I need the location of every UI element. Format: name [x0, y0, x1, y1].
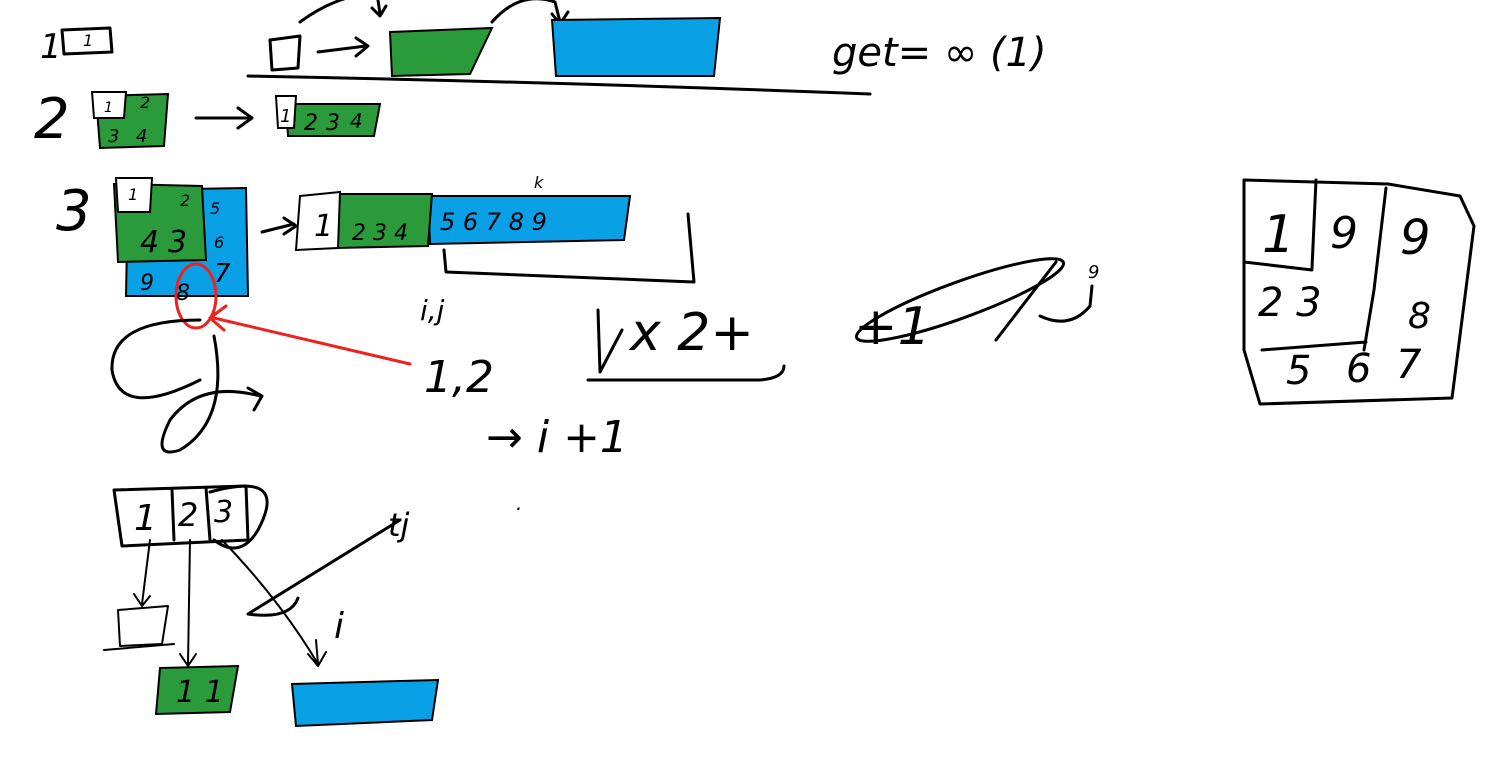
row3-k-mark: k [534, 173, 544, 192]
row3-number: 3 [56, 179, 92, 244]
scribble-exponent: 9 [1088, 262, 1099, 283]
row3-bracket [442, 212, 696, 284]
row3-arrow [260, 216, 298, 236]
row3-block-7: 7 [214, 259, 231, 289]
bottom-box-2: 2 [178, 496, 198, 534]
bottom-green-box [154, 664, 240, 716]
loop-arrow-2 [160, 334, 264, 454]
bottom-arrow-middle [179, 539, 197, 667]
row-1: 1 1 get= ∞ (1) [40, 0, 1047, 96]
row3-result-seg2: 2 3 4 [352, 221, 408, 246]
row2-white-cell [90, 91, 128, 119]
mult-expression: x 2+ [628, 303, 754, 363]
index-12: 1,2 [424, 352, 494, 403]
bottom-array [112, 484, 250, 548]
row3-result-seg3: 5 6 7 8 9 [440, 208, 547, 236]
mult-underline [586, 364, 786, 382]
arrow-i1: → i +1 [486, 412, 628, 463]
row2-result-white [274, 95, 298, 129]
row3-block-8: 8 [176, 281, 190, 306]
index-notes: i,j 1,2 → i +1 . x 2+ +1 9 [420, 257, 1099, 515]
row1-small-box [268, 34, 302, 72]
row3-block-5: 5 [210, 199, 220, 218]
row2-block-1: 1 [104, 100, 113, 116]
row1-green-block [388, 26, 494, 78]
row2-block-4: 4 [136, 126, 147, 147]
row1-arrow [316, 36, 370, 58]
check-mark [596, 308, 624, 374]
row3-result-white [294, 190, 342, 252]
row2-block-2: 2 [140, 93, 150, 112]
row-2: 2 1 2 3 4 1 2 3 4 [34, 87, 382, 152]
row1-underline [246, 74, 872, 96]
row3-block-1: 1 [128, 185, 138, 204]
bottom-arrow-left [133, 539, 151, 607]
grid-outline [1242, 178, 1476, 406]
scribble-strokes [994, 260, 1094, 342]
red-circle-highlight [174, 262, 218, 330]
bottom-tj: tj [388, 506, 410, 544]
dot-mark: . [516, 491, 522, 515]
bottom-array-dividers [170, 486, 212, 542]
grid-cell-7: 7 [1396, 342, 1422, 388]
top-curve-left [298, 0, 346, 24]
row3-block-2: 2 [180, 191, 190, 210]
top-arrow-left [370, 0, 388, 18]
row3-block-6: 6 [214, 233, 224, 252]
grid-cell-23: 2 3 [1258, 280, 1322, 326]
row3-block-9: 9 [140, 271, 154, 296]
grid-cell-9b: 9 [1400, 210, 1431, 266]
row2-number: 2 [34, 87, 70, 152]
bottom-green-label: 1 1 [176, 675, 224, 710]
bottom-diagonal [246, 518, 402, 617]
bottom-white-underline [103, 643, 175, 651]
bottom-diagram: 1 2 3 1 1 tj i [103, 484, 440, 728]
row1-box-digit: 1 [83, 31, 93, 50]
row2-result-2: 2 [304, 111, 318, 136]
red-arrow [208, 304, 412, 366]
bottom-i: i [334, 606, 344, 647]
get-formula: get= ∞ (1) [832, 30, 1047, 76]
grid-cell-6: 6 [1346, 346, 1371, 392]
row3-result-seg1: 1 [314, 209, 333, 244]
scribble-ellipse [854, 257, 1066, 343]
loop-arrow-1 [110, 318, 202, 400]
bottom-arrow-right [221, 539, 327, 667]
bottom-loop [208, 484, 269, 550]
row1-box [60, 26, 114, 56]
scribble-plus: +1 [854, 297, 931, 357]
row-3: 3 1 2 5 4 3 6 9 8 7 1 2 3 4 5 6 7 8 9 k [56, 173, 696, 454]
index-ij: i,j [420, 294, 445, 327]
row3-block-3: 3 [168, 225, 187, 260]
grid-cell-5: 5 [1286, 348, 1311, 394]
grid-cell-1: 1 [1262, 205, 1295, 265]
row2-arrow [194, 106, 254, 130]
bottom-box-3: 3 [214, 495, 233, 530]
bottom-white-box [117, 605, 169, 647]
row3-white-cell [114, 177, 154, 213]
grid-cell-8: 8 [1408, 296, 1431, 337]
row2-result-1: 1 [280, 106, 291, 127]
row2-result-4: 4 [350, 109, 363, 133]
row3-block-4: 4 [140, 225, 159, 260]
row1-number: 1 [40, 27, 62, 67]
grid-cell-9a: 9 [1330, 208, 1358, 259]
row2-block-3: 3 [108, 126, 119, 147]
grid-lines [1242, 178, 1388, 352]
row1-blue-block [550, 16, 722, 77]
row2-result-3: 3 [326, 111, 340, 136]
bottom-box-1: 1 [134, 498, 157, 539]
bottom-blue-box [290, 678, 440, 728]
number-grid: 1 9 9 2 3 8 5 6 7 [1242, 178, 1476, 406]
